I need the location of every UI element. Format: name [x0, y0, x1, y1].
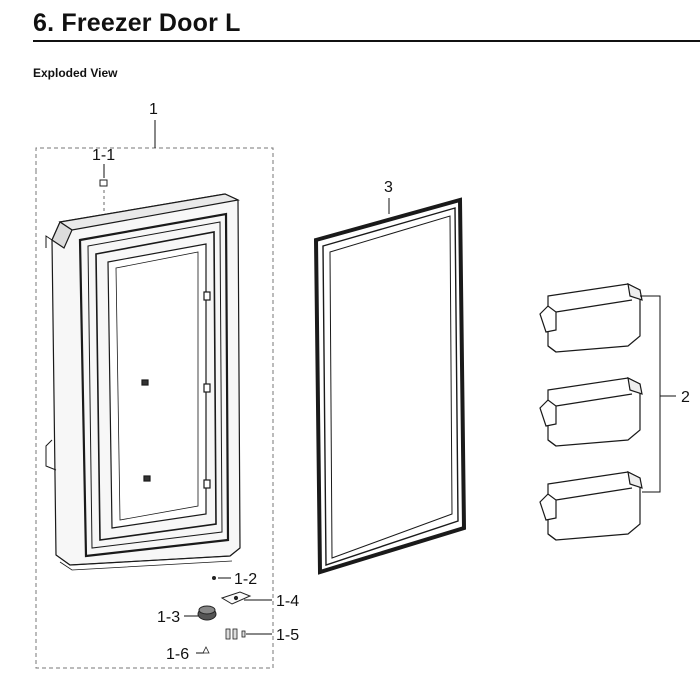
callout-2-bracket	[640, 295, 676, 493]
part-1-door-panel	[45, 193, 241, 571]
part-1-6-pin	[202, 646, 210, 654]
callout-1: 1	[149, 101, 158, 118]
callout-1-6: 1-6	[166, 646, 189, 663]
part-1-5-pins	[225, 628, 246, 640]
callout-1-3: 1-3	[157, 609, 180, 626]
callout-1-4: 1-4	[276, 593, 299, 610]
part-1-1-clip	[99, 179, 108, 187]
part-1-4-bracket	[220, 591, 252, 605]
callout-1-5: 1-5	[276, 627, 299, 644]
callout-2: 2	[681, 389, 690, 406]
part-2-door-bin-top	[539, 282, 643, 353]
callout-3: 3	[384, 179, 393, 196]
callout-1-1: 1-1	[92, 147, 115, 164]
assembly-1-boundary	[35, 147, 274, 669]
part-3-door-gasket	[313, 197, 467, 575]
section-label: Exploded View	[33, 66, 118, 80]
part-2-door-bin-middle	[539, 376, 643, 447]
title-underline	[33, 40, 700, 42]
part-2-door-bin-bottom	[539, 470, 643, 541]
part-1-3-hinge-cap	[197, 605, 217, 621]
page-title: 6. Freezer Door L	[33, 9, 241, 37]
part-1-2-screw	[212, 576, 216, 580]
callout-1-2: 1-2	[234, 571, 257, 588]
